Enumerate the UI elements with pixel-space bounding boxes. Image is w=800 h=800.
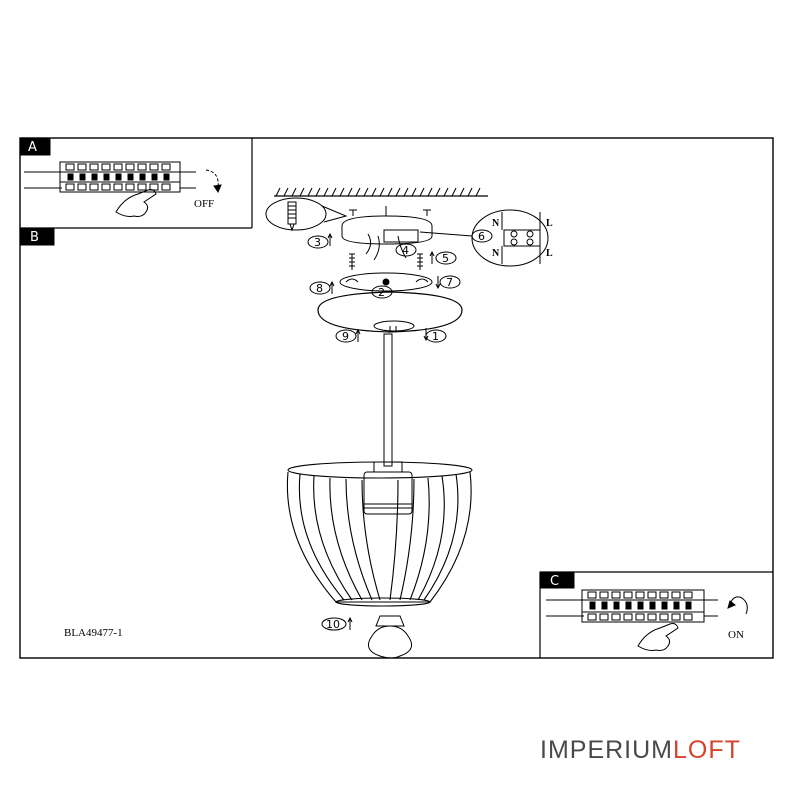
ceiling-hatch: [274, 187, 488, 197]
mounting-bracket: [341, 206, 433, 261]
panel-c-letter: C: [550, 574, 559, 589]
brand-logo-part-1: IMPERIUM: [540, 736, 673, 764]
wall-plug-callout: [265, 197, 348, 232]
panel-a-letter: A: [28, 140, 37, 155]
step-1-label: 1: [432, 330, 439, 343]
panel-a-tag: [19, 137, 51, 156]
terminal-block-callout: [419, 209, 549, 267]
suspension-rod: [383, 333, 393, 467]
on-label: ON: [728, 629, 744, 641]
screw-icon: [349, 209, 431, 216]
fixing-screws: [345, 253, 429, 283]
brand-logo-part-2: LOFT: [673, 736, 741, 764]
terminal-block-icon: [503, 229, 541, 247]
step-4-label: 4: [402, 244, 409, 257]
step-10-label: 10: [326, 618, 340, 631]
step-2-label: 2: [378, 286, 385, 299]
step-6-label: 6: [478, 230, 485, 243]
step-8-label: 8: [316, 282, 323, 295]
light-bulb: [367, 615, 413, 659]
canopy-dome: [317, 291, 463, 333]
step-7-label: 7: [446, 276, 453, 289]
panel-c: C ON: [539, 571, 773, 658]
panel-b-letter: B: [30, 230, 39, 245]
step-markers: 1 2 3 4 5 6 7 8 9 10: [307, 229, 493, 631]
cage-shade: [286, 461, 473, 607]
outer-frame: [19, 137, 774, 659]
panel-a: A OFF: [19, 137, 253, 229]
step-5-label: 5: [442, 252, 449, 265]
circuit-breaker-off: [24, 161, 196, 193]
rotate-arrow-icon-c: [729, 596, 748, 615]
panel-c-tag: [539, 571, 575, 589]
circuit-breaker-on: [546, 589, 718, 623]
step-9-label: 9: [342, 330, 349, 343]
lamp-socket: [363, 461, 413, 515]
step-3-label: 3: [314, 236, 321, 249]
canopy-plate: [339, 272, 433, 292]
hand-icon-c: [637, 623, 679, 651]
model-code: BLA49477-1: [64, 627, 123, 639]
brand-logo: IMPERIUMLOFT: [540, 736, 741, 765]
panel-b-tag: [19, 227, 55, 246]
wire-label-l-top: L: [546, 218, 553, 229]
hand-icon-a: [115, 189, 157, 217]
wire-label-l-bottom: L: [546, 248, 553, 259]
off-label: OFF: [194, 198, 214, 210]
wire-label-n-bottom: N: [492, 248, 500, 259]
wall-plug-icon: [287, 201, 297, 225]
wire-label-n-top: N: [492, 218, 500, 229]
